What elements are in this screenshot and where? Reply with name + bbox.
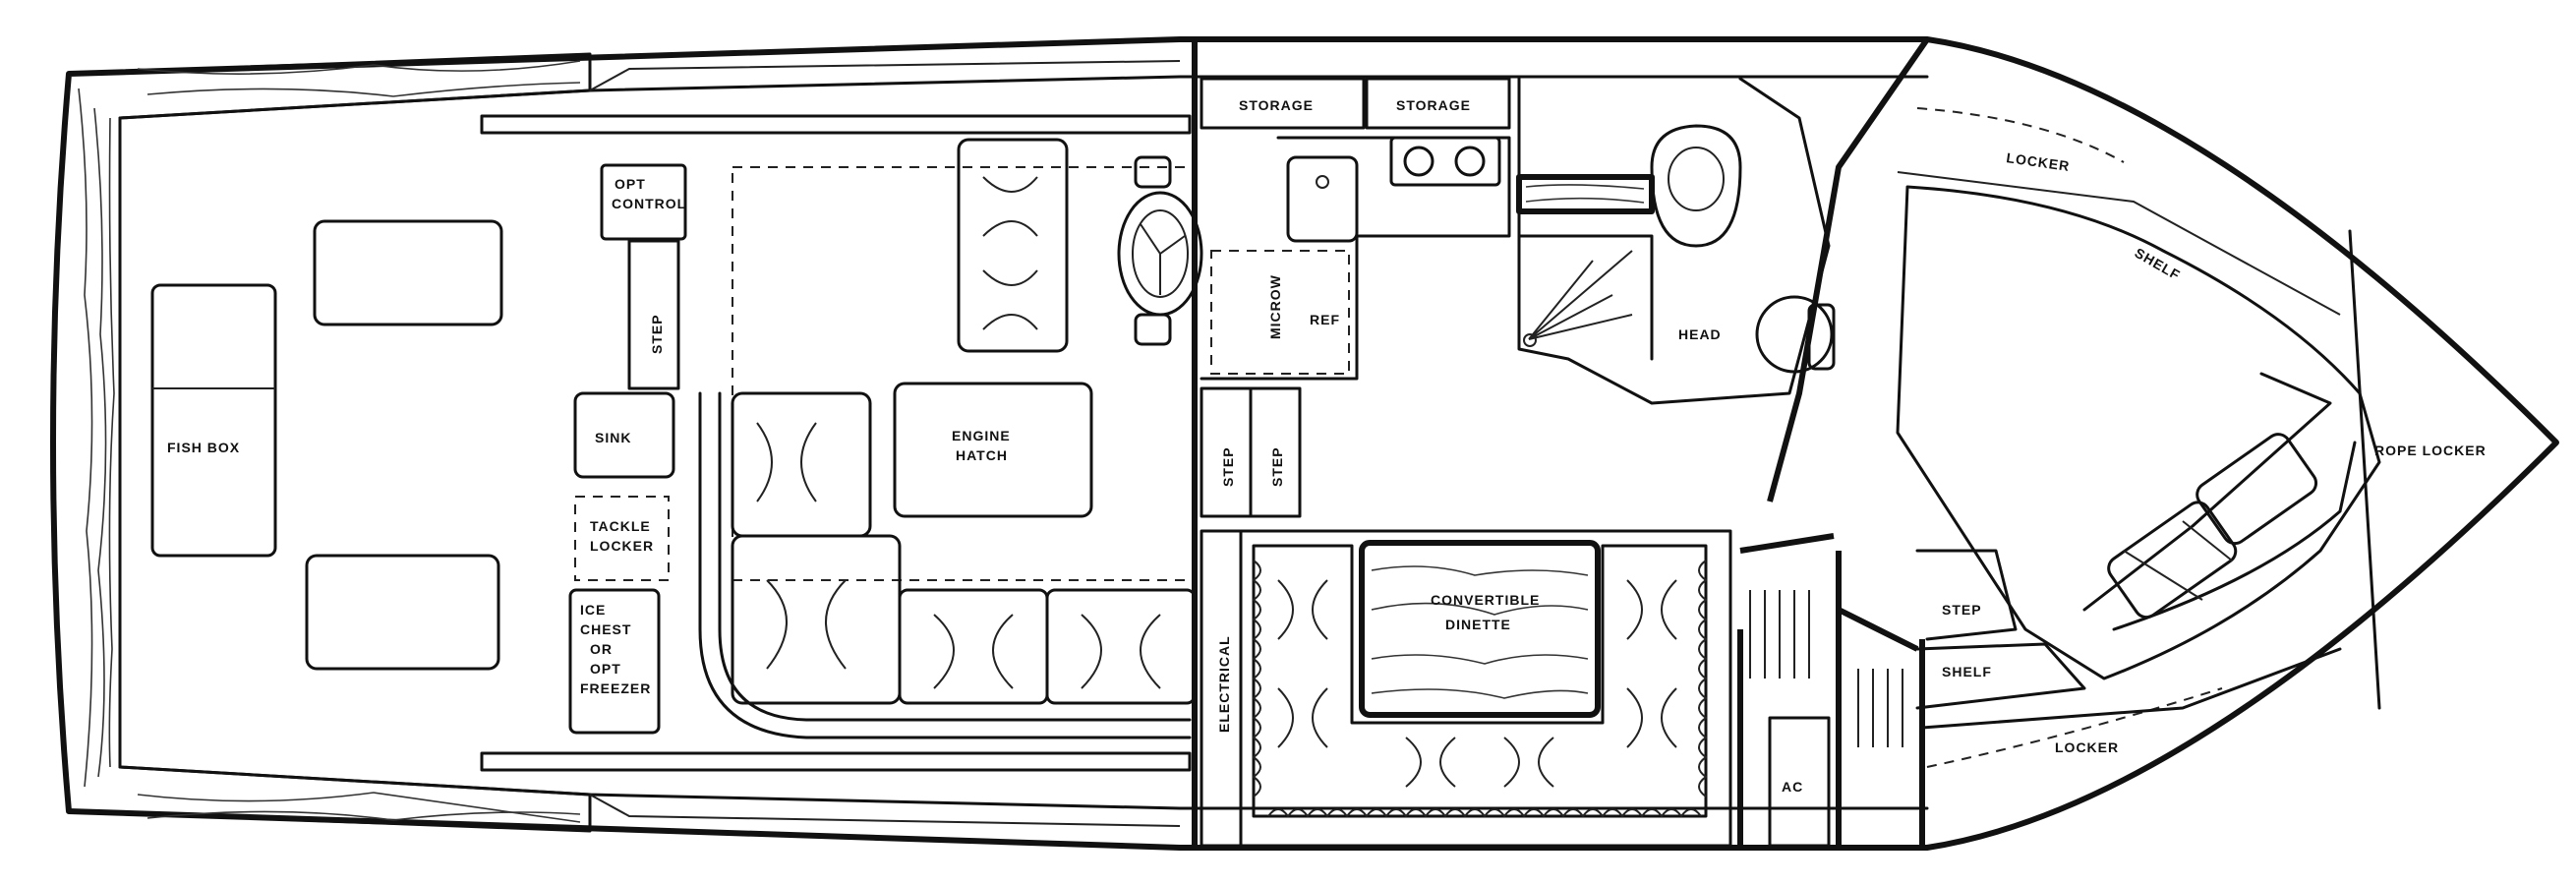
fish-box: FISH BOX bbox=[150, 283, 277, 558]
tackle-locker: TACKLE LOCKER bbox=[574, 496, 670, 581]
engine-hatch: ENGINE HATCH bbox=[893, 382, 1093, 518]
side-decks bbox=[480, 60, 1192, 827]
hanging-lockers bbox=[1737, 533, 1925, 846]
microwave-label: MICROW bbox=[1267, 274, 1283, 339]
svg-text:CONVERTIBLE: CONVERTIBLE bbox=[1431, 592, 1540, 608]
head-compartment: HEAD bbox=[1516, 77, 1836, 405]
svg-text:SINK: SINK bbox=[595, 430, 631, 445]
svg-text:ROPE LOCKER: ROPE LOCKER bbox=[2374, 443, 2487, 458]
cockpit-hatch-top bbox=[313, 219, 503, 326]
l-settee bbox=[731, 391, 1197, 705]
ac-unit: AC bbox=[1768, 716, 1831, 848]
svg-text:STORAGE: STORAGE bbox=[1239, 97, 1314, 113]
forward-step: STEP bbox=[1915, 549, 2018, 641]
svg-text:LOCKER: LOCKER bbox=[2055, 739, 2119, 755]
cockpit-hatch-bottom bbox=[305, 554, 500, 671]
svg-text:LOCKER: LOCKER bbox=[2006, 149, 2072, 174]
svg-text:FREEZER: FREEZER bbox=[580, 680, 651, 696]
svg-text:STEP: STEP bbox=[1220, 446, 1236, 487]
locker-bottom: LOCKER bbox=[1920, 647, 2342, 768]
cockpit-step: STEP bbox=[627, 239, 680, 390]
hull-outline bbox=[50, 36, 2559, 851]
v-berth bbox=[1767, 37, 2381, 680]
svg-text:ICE: ICE bbox=[580, 602, 606, 618]
electrical-label: ELECTRICAL bbox=[1216, 635, 1232, 733]
opt-control: OPT CONTROL bbox=[600, 163, 687, 241]
shelf-bottom: SHELF bbox=[1915, 642, 2086, 710]
u-settee bbox=[1252, 544, 1708, 818]
svg-text:AC: AC bbox=[1782, 779, 1803, 795]
storage-1: STORAGE bbox=[1200, 77, 1366, 130]
cockpit-step-label: STEP bbox=[649, 314, 665, 354]
fish-box-label: FISH BOX bbox=[167, 440, 240, 455]
svg-text:OR: OR bbox=[590, 641, 613, 657]
svg-text:CONTROL: CONTROL bbox=[612, 196, 686, 211]
svg-text:STEP: STEP bbox=[1942, 602, 1982, 618]
helm-seat bbox=[957, 138, 1069, 353]
electrical-panel: ELECTRICAL bbox=[1200, 529, 1243, 848]
svg-text:SHELF: SHELF bbox=[2133, 245, 2184, 283]
head-label: HEAD bbox=[1678, 326, 1722, 342]
companionway-steps: STEP STEP bbox=[1200, 386, 1302, 518]
svg-text:TACKLE: TACKLE bbox=[590, 518, 651, 534]
helm-curved-bulkhead bbox=[698, 391, 1192, 739]
dinette-seat-outline bbox=[1239, 529, 1732, 848]
svg-text:STEP: STEP bbox=[1269, 446, 1285, 487]
steering-wheel bbox=[1117, 155, 1203, 346]
rope-locker: ROPE LOCKER bbox=[2348, 229, 2487, 710]
cockpit-sink: SINK bbox=[573, 391, 675, 479]
svg-text:LOCKER: LOCKER bbox=[590, 538, 654, 554]
svg-text:OPT: OPT bbox=[615, 176, 646, 192]
ref-label: REF bbox=[1310, 312, 1340, 327]
svg-text:ENGINE: ENGINE bbox=[952, 428, 1011, 443]
svg-text:OPT: OPT bbox=[590, 661, 621, 677]
convertible-dinette-table: CONVERTIBLE DINETTE bbox=[1359, 540, 1601, 718]
storage-2: STORAGE bbox=[1365, 77, 1511, 130]
settee-scallops bbox=[1252, 560, 1708, 818]
galley-counter bbox=[1200, 136, 1511, 381]
svg-text:STORAGE: STORAGE bbox=[1396, 97, 1471, 113]
svg-text:DINETTE: DINETTE bbox=[1445, 617, 1511, 632]
helm-deck-outline bbox=[732, 166, 1196, 581]
locker-top: LOCKER bbox=[1916, 107, 2125, 174]
transom-woodgrain bbox=[51, 52, 592, 833]
svg-text:HATCH: HATCH bbox=[956, 447, 1008, 463]
ice-chest: ICE CHEST OR OPT FREEZER bbox=[568, 588, 661, 735]
svg-text:SHELF: SHELF bbox=[1942, 664, 1992, 679]
svg-text:CHEST: CHEST bbox=[580, 621, 631, 637]
